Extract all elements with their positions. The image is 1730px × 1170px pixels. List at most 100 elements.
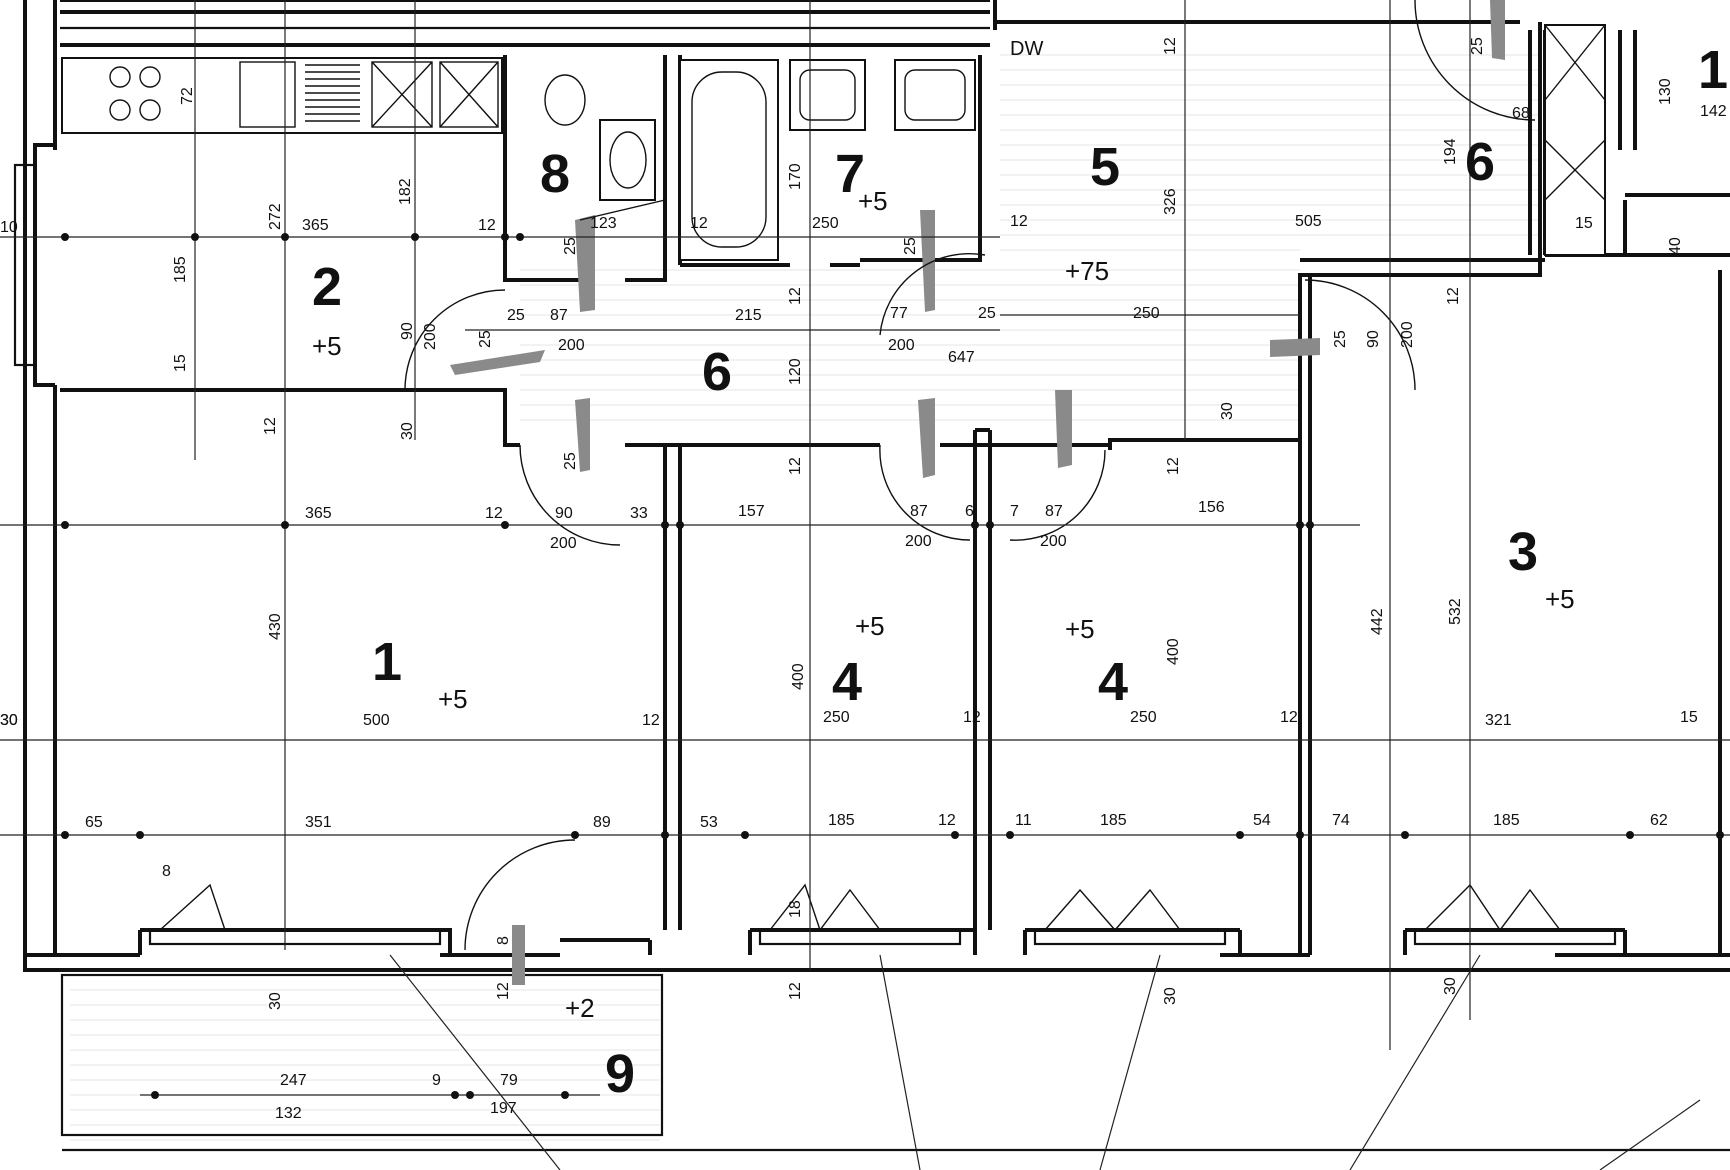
dim-value: 130 bbox=[1657, 78, 1674, 105]
dim-value: 74 bbox=[1332, 812, 1350, 829]
dim-value: 25 bbox=[1469, 37, 1486, 55]
dim-value: 200 bbox=[550, 535, 577, 552]
dim-value: 12 bbox=[478, 217, 496, 234]
room-level-2: +5 bbox=[312, 331, 342, 361]
dim-value: 200 bbox=[888, 337, 915, 354]
dimension-values-vertical: 72 272 182 185 15 90 200 30 12 170 120 1… bbox=[0, 37, 1684, 1010]
room-level-3: +5 bbox=[1545, 584, 1575, 614]
dim-value: 30 bbox=[0, 712, 18, 729]
dim-value: 8 bbox=[162, 863, 171, 880]
dim-value: 25 bbox=[978, 305, 996, 322]
dim-value: 30 bbox=[1442, 977, 1459, 995]
dim-value: 25 bbox=[902, 237, 919, 255]
dim-value: 200 bbox=[558, 337, 585, 354]
dim-value: 12 bbox=[938, 812, 956, 829]
dim-value: 505 bbox=[1295, 213, 1322, 230]
dim-value: 53 bbox=[700, 814, 718, 831]
dim-value: 200 bbox=[1040, 533, 1067, 550]
dim-value: 25 bbox=[562, 237, 579, 255]
dimension-values: 365 12 25 87 200 215 77 200 647 25 250 2… bbox=[0, 103, 1727, 1122]
dim-value: 351 bbox=[305, 814, 332, 831]
dim-value: 12 bbox=[485, 505, 503, 522]
dim-value: 182 bbox=[397, 178, 414, 205]
dim-value: 87 bbox=[1045, 503, 1063, 520]
dim-value: 185 bbox=[1100, 812, 1127, 829]
dishwasher-label: DW bbox=[1010, 38, 1043, 60]
dim-value: 247 bbox=[280, 1072, 307, 1089]
dim-value: 6 bbox=[965, 503, 974, 520]
dim-value: 197 bbox=[490, 1100, 517, 1117]
dim-value: 65 bbox=[85, 814, 103, 831]
room-labels: 1 +5 2 +5 3 +5 4 +5 4 +5 5 +75 6 6 7 +5 … bbox=[312, 38, 1730, 1104]
dim-value: 30 bbox=[1162, 987, 1179, 1005]
dim-value: 90 bbox=[399, 322, 416, 340]
dim-value: 200 bbox=[1399, 321, 1416, 348]
dim-value: 12 bbox=[1445, 287, 1462, 305]
room-number-9: 9 bbox=[605, 1044, 635, 1104]
room-number-6b: 6 bbox=[1465, 132, 1495, 192]
dim-value: 272 bbox=[267, 203, 284, 230]
room-number-10: 10 bbox=[1698, 40, 1730, 100]
dim-value: 157 bbox=[738, 503, 765, 520]
dim-value: 25 bbox=[507, 307, 525, 324]
dim-value: 170 bbox=[787, 163, 804, 190]
dim-value: 9 bbox=[432, 1072, 441, 1089]
dim-value: 500 bbox=[363, 712, 390, 729]
room-level-4b: +5 bbox=[1065, 614, 1095, 644]
dim-value: 12 bbox=[1010, 213, 1028, 230]
dim-value: 68 bbox=[1512, 105, 1530, 122]
dim-value: 12 bbox=[787, 982, 804, 1000]
door-swings bbox=[404, 0, 1536, 951]
dim-value: 7 bbox=[1010, 503, 1019, 520]
dim-value: 30 bbox=[399, 422, 416, 440]
room-number-4a: 4 bbox=[832, 652, 862, 712]
dim-value: 12 bbox=[787, 287, 804, 305]
dim-value: 185 bbox=[828, 812, 855, 829]
dim-value: 200 bbox=[422, 323, 439, 350]
dim-value: 132 bbox=[275, 1105, 302, 1122]
balcony-outline bbox=[60, 973, 1730, 1152]
dim-value: 12 bbox=[963, 709, 981, 726]
room-number-7: 7 bbox=[835, 144, 865, 204]
room-level-5: +75 bbox=[1065, 256, 1109, 286]
dim-value: 30 bbox=[0, 712, 18, 729]
dim-value: 250 bbox=[812, 215, 839, 232]
dim-value: 30 bbox=[267, 992, 284, 1010]
room-level-7: +5 bbox=[858, 186, 888, 216]
dim-value: 77 bbox=[890, 305, 908, 322]
room-level-1: +5 bbox=[438, 684, 468, 714]
dim-value: 442 bbox=[1369, 608, 1386, 635]
dim-value: 156 bbox=[1198, 499, 1225, 516]
dim-value: 185 bbox=[172, 256, 189, 283]
dim-value: 12 bbox=[262, 417, 279, 435]
room-level-9: +2 bbox=[565, 993, 595, 1023]
dim-value: 12 bbox=[1280, 709, 1298, 726]
room-number-5: 5 bbox=[1090, 137, 1120, 197]
room-number-8: 8 bbox=[540, 144, 570, 204]
dim-value: 12 bbox=[690, 215, 708, 232]
dim-value: 18 bbox=[787, 900, 804, 918]
dim-value: 40 bbox=[1667, 237, 1684, 255]
dim-value: 185 bbox=[1493, 812, 1520, 829]
dim-value: 400 bbox=[1165, 638, 1182, 665]
dim-value: 87 bbox=[910, 503, 928, 520]
windows bbox=[13, 163, 1617, 946]
dim-value: 215 bbox=[735, 307, 762, 324]
dim-value: 12 bbox=[787, 457, 804, 475]
dim-value: 200 bbox=[905, 533, 932, 550]
room-number-2: 2 bbox=[312, 257, 342, 317]
dim-value: 12 bbox=[642, 712, 660, 729]
room-number-6a: 6 bbox=[702, 342, 732, 402]
dim-value: 12 bbox=[495, 982, 512, 1000]
room-number-4b: 4 bbox=[1098, 652, 1128, 712]
dim-value: 250 bbox=[1133, 305, 1160, 322]
dim-value: 54 bbox=[1253, 812, 1271, 829]
dim-value: 400 bbox=[790, 663, 807, 690]
dim-value: 365 bbox=[302, 217, 329, 234]
fixtures bbox=[61, 24, 1606, 261]
dim-value: 89 bbox=[593, 814, 611, 831]
room-level-4a: +5 bbox=[855, 611, 885, 641]
dim-value: 250 bbox=[1130, 709, 1157, 726]
dim-value: 647 bbox=[948, 349, 975, 366]
